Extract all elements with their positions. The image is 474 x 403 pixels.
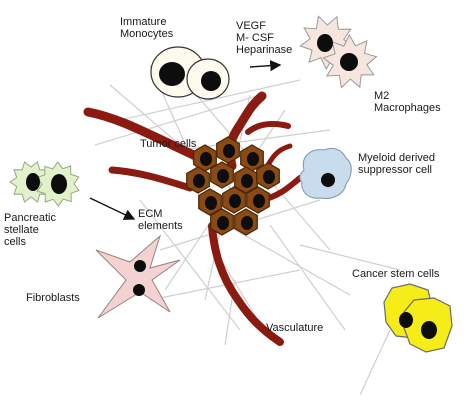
tumor-cell-nucleus (217, 169, 229, 183)
tumor-cell-nucleus (241, 216, 253, 230)
label-ecm-elements: ECM elements (138, 208, 183, 232)
tumor-cell-nucleus (263, 170, 275, 184)
immature-monocytes (150, 46, 230, 100)
label-pancreatic-stellate-cells: Pancreatic stellate cells (4, 212, 56, 248)
label-fibroblasts: Fibroblasts (26, 292, 80, 304)
myeloid-derived-suppressor-cell (299, 147, 352, 199)
pancreatic-stellate-cells (9, 161, 80, 207)
tumor-cell-cluster (186, 136, 280, 236)
label-tumor-cells: Tumor cells (140, 138, 197, 150)
fibroblasts (95, 234, 181, 319)
cancer-stem-cells (383, 283, 453, 353)
m2-macrophages (299, 15, 378, 89)
tumor-cell-nucleus (223, 144, 235, 158)
tumor-cell-nucleus (229, 194, 241, 208)
tumor-cell-nucleus (247, 152, 259, 166)
tumor-cell-nucleus (193, 174, 205, 188)
label-immature-monocytes: Immature Monocytes (120, 16, 174, 40)
label-myeloid-derived-suppressor-cell: Myeloid derived suppressor cell (358, 152, 436, 176)
tumor-cell-nucleus (217, 216, 229, 230)
label-vasculature: Vasculature (266, 322, 324, 334)
tumor-cell-nucleus (253, 194, 265, 208)
label-m2-macrophages: M2 Macrophages (374, 90, 441, 114)
label-angiogenic-factors: VEGF M- CSF Heparinase (236, 20, 293, 56)
stellate-arrow (89, 197, 136, 220)
tumor-cell-nucleus (241, 174, 253, 188)
tumor-cell-nucleus (200, 152, 212, 166)
tumor-cell-nucleus (205, 196, 217, 210)
vasculature-vessels (83, 91, 303, 346)
label-cancer-stem-cells: Cancer stem cells (352, 268, 440, 280)
monocyte-arrow (249, 60, 282, 72)
